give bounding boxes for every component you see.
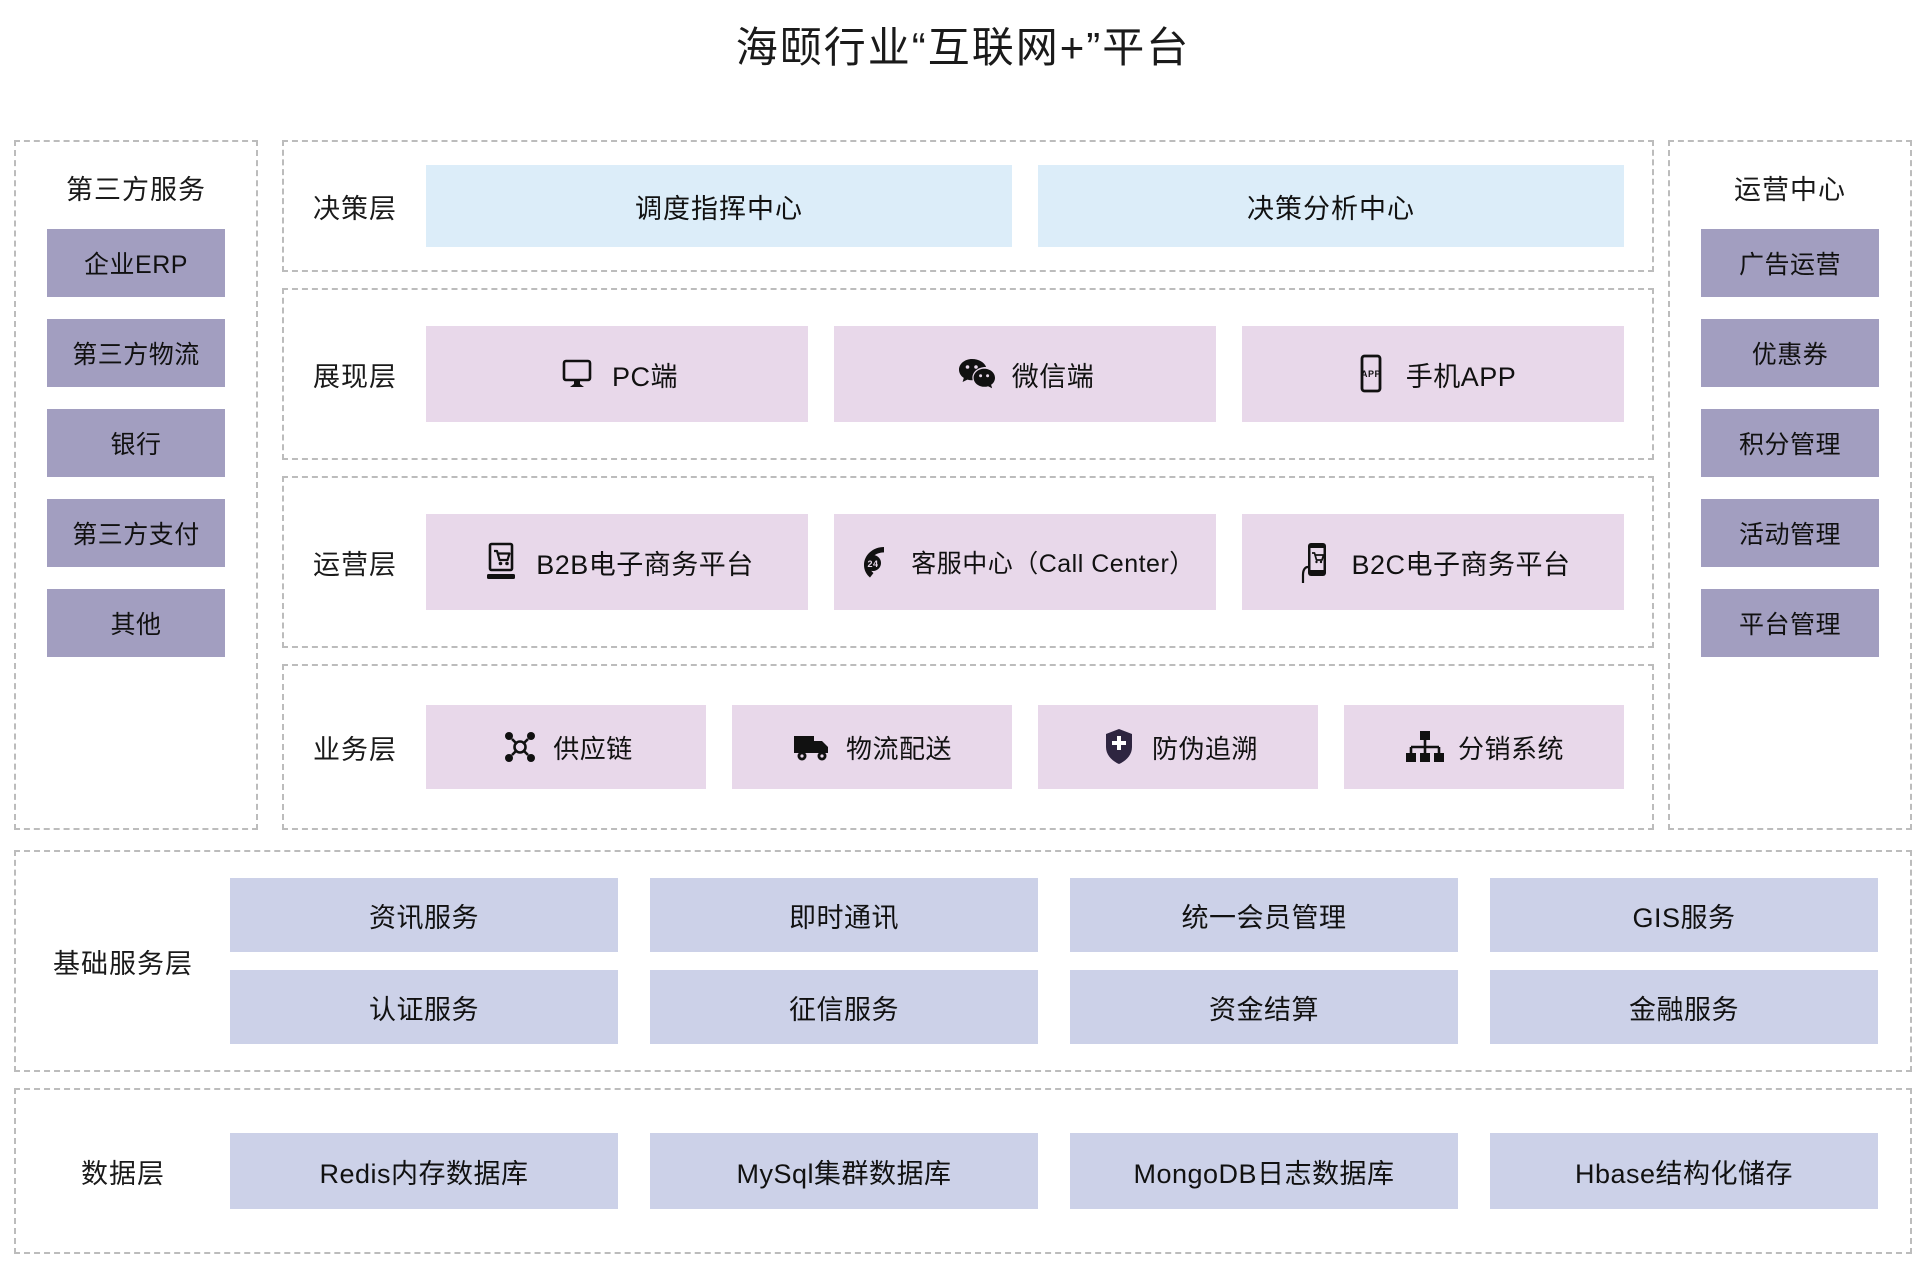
third-party-services-panel: 第三方服务 企业ERP 第三方物流 银行 第三方支付 其他 (14, 140, 258, 830)
third-party-item-payment[interactable]: 第三方支付 (47, 499, 225, 567)
operation-item-b2c[interactable]: B2C电子商务平台 (1242, 514, 1624, 610)
decision-item-analysis-center[interactable]: 决策分析中心 (1038, 165, 1624, 247)
basic-service-item-im[interactable]: 即时通讯 (650, 878, 1038, 952)
svg-text:24: 24 (868, 559, 879, 569)
business-item-distribution[interactable]: 分销系统 (1344, 705, 1624, 789)
operations-center-panel: 运营中心 广告运营 优惠券 积分管理 活动管理 平台管理 (1668, 140, 1912, 830)
operations-center-heading: 运营中心 (1734, 175, 1846, 205)
business-item-supply-chain-label: 供应链 (553, 733, 633, 764)
data-layer-row: Redis内存数据库 MySql集群数据库 MongoDB日志数据库 Hbase… (230, 1133, 1878, 1209)
operations-item-platform[interactable]: 平台管理 (1701, 589, 1879, 657)
operations-item-campaign[interactable]: 活动管理 (1701, 499, 1879, 567)
presentation-item-mobile-app-label: 手机APP (1405, 361, 1517, 392)
data-item-mysql[interactable]: MySql集群数据库 (650, 1133, 1038, 1209)
operation-item-call-center[interactable]: 24 客服中心（Call Center） (834, 514, 1216, 610)
truck-icon (792, 726, 834, 768)
desktop-cart-icon (480, 541, 522, 583)
business-item-distribution-label: 分销系统 (1457, 733, 1564, 764)
basic-service-item-news[interactable]: 资讯服务 (230, 878, 618, 952)
operation-layer-panel: 运营层 B2B电子商务平台 (282, 476, 1654, 648)
third-party-item-logistics[interactable]: 第三方物流 (47, 319, 225, 387)
third-party-services-heading: 第三方服务 (66, 175, 206, 205)
business-item-supply-chain[interactable]: 供应链 (426, 705, 706, 789)
operations-item-coupon[interactable]: 优惠券 (1701, 319, 1879, 387)
decision-item-dispatch-center[interactable]: 调度指挥中心 (426, 165, 1012, 247)
presentation-layer-panel: 展现层 PC端 (282, 288, 1654, 460)
operations-item-points[interactable]: 积分管理 (1701, 409, 1879, 477)
mobile-cart-icon (1295, 541, 1337, 583)
business-layer-label: 业务层 (313, 734, 397, 765)
data-item-redis[interactable]: Redis内存数据库 (230, 1133, 618, 1209)
shield-icon (1098, 726, 1140, 768)
distribution-icon (1404, 726, 1446, 768)
data-layer-panel: 数据层 Redis内存数据库 MySql集群数据库 MongoDB日志数据库 H… (14, 1088, 1912, 1254)
page-title: 海颐行业“互联网+”平台 (735, 24, 1191, 71)
third-party-item-other[interactable]: 其他 (47, 589, 225, 657)
operation-item-b2b[interactable]: B2B电子商务平台 (426, 514, 808, 610)
business-item-logistics-label: 物流配送 (845, 733, 952, 764)
basic-service-row-1: 资讯服务 即时通讯 统一会员管理 GIS服务 (230, 878, 1878, 952)
third-party-item-erp[interactable]: 企业ERP (47, 229, 225, 297)
basic-service-row-2: 认证服务 征信服务 资金结算 金融服务 (230, 970, 1878, 1044)
data-item-hbase[interactable]: Hbase结构化储存 (1490, 1133, 1878, 1209)
third-party-item-bank[interactable]: 银行 (47, 409, 225, 477)
basic-service-item-credit[interactable]: 征信服务 (650, 970, 1038, 1044)
business-item-anti-counterfeit[interactable]: 防伪追溯 (1038, 705, 1318, 789)
monitor-icon (556, 353, 598, 395)
basic-service-layer-panel: 基础服务层 资讯服务 即时通讯 统一会员管理 GIS服务 认证服务 征信服务 资… (14, 850, 1912, 1072)
basic-service-item-member[interactable]: 统一会员管理 (1070, 878, 1458, 952)
operation-item-b2b-label: B2B电子商务平台 (536, 549, 754, 580)
presentation-item-mobile-app[interactable]: APP 手机APP (1242, 326, 1624, 422)
business-item-anti-counterfeit-label: 防伪追溯 (1151, 733, 1258, 764)
decision-layer-label: 决策层 (313, 193, 397, 224)
basic-service-item-auth[interactable]: 认证服务 (230, 970, 618, 1044)
presentation-item-pc-label: PC端 (611, 361, 678, 392)
basic-service-item-settlement[interactable]: 资金结算 (1070, 970, 1458, 1044)
operation-layer-label: 运营层 (313, 549, 397, 580)
presentation-item-pc[interactable]: PC端 (426, 326, 808, 422)
presentation-item-wechat[interactable]: 微信端 (834, 326, 1216, 422)
mobile-app-icon: APP (1350, 353, 1392, 395)
data-layer-label: 数据层 (81, 1158, 165, 1189)
presentation-layer-label: 展现层 (313, 361, 397, 392)
basic-service-item-gis[interactable]: GIS服务 (1490, 878, 1878, 952)
svg-text:APP: APP (1361, 369, 1381, 379)
basic-service-layer-label: 基础服务层 (53, 948, 193, 979)
basic-service-item-finance[interactable]: 金融服务 (1490, 970, 1878, 1044)
operations-item-advertising[interactable]: 广告运营 (1701, 229, 1879, 297)
wechat-icon (956, 353, 998, 395)
decision-layer-panel: 决策层 调度指挥中心 决策分析中心 (282, 140, 1654, 272)
supply-chain-icon (499, 726, 541, 768)
operation-item-call-center-label: 客服中心（Call Center） (911, 550, 1195, 578)
data-item-mongodb[interactable]: MongoDB日志数据库 (1070, 1133, 1458, 1209)
presentation-item-wechat-label: 微信端 (1011, 361, 1095, 392)
phone-24-icon: 24 (855, 541, 897, 583)
business-layer-panel: 业务层 (282, 664, 1654, 830)
business-item-logistics[interactable]: 物流配送 (732, 705, 1012, 789)
operation-item-b2c-label: B2C电子商务平台 (1351, 549, 1571, 580)
